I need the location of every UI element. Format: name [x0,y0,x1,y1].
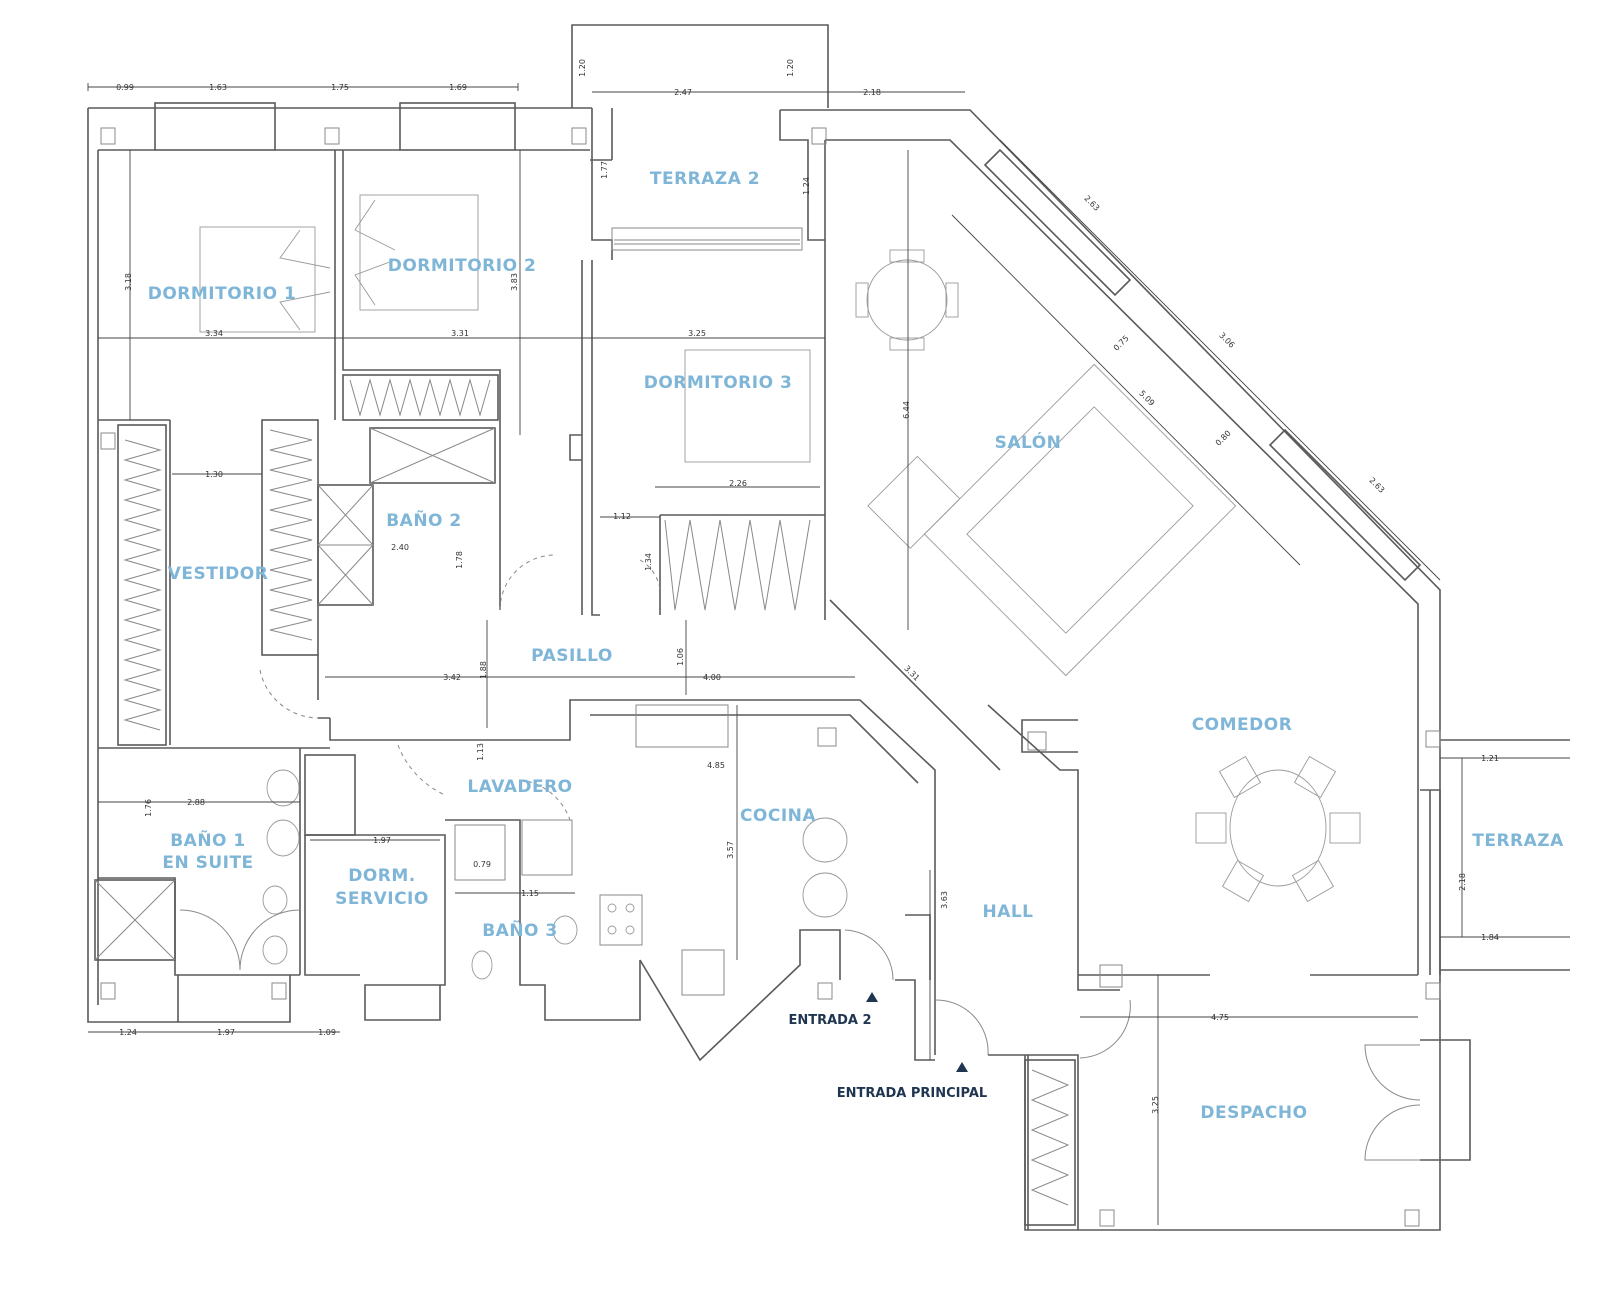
room-labels: TERRAZA 2 DORMITORIO 1 DORMITORIO 2 DORM… [148,169,1564,1123]
dim-label: 1.12 [613,512,631,521]
dim-label: 3.31 [902,664,921,683]
room-label-dormitorio-1: DORMITORIO 1 [148,284,297,304]
dimension-lines [87,83,1570,1225]
dim-label: 6.44 [902,401,911,419]
dim-label: 2.47 [674,88,692,97]
dim-label: 2.63 [1082,194,1101,213]
room-label-bano-2: BAÑO 2 [386,508,462,531]
room-label-terraza-2: TERRAZA 2 [650,169,760,189]
dim-label: 3.57 [726,841,735,859]
room-label-despacho: DESPACHO [1200,1103,1307,1123]
dim-label: 1.20 [578,59,587,77]
dim-label: 5.09 [1137,389,1156,408]
dim-label: 3.63 [940,891,949,909]
dim-label: 3.31 [451,329,469,338]
round-table-salon [855,249,959,351]
room-label-pasillo: PASILLO [531,646,613,666]
dim-label: 3.25 [1151,1096,1160,1114]
furniture [199,194,1361,903]
room-label-dormitorio-3: DORMITORIO 3 [644,373,793,393]
room-label-lavadero: LAVADERO [467,777,572,797]
bed-dormitorio-2 [359,194,479,311]
entrada-2-label: ENTRADA 2 [788,1013,871,1028]
dim-label: 4.00 [703,673,721,682]
dim-label: 2.40 [391,543,409,552]
entrada-principal-marker-icon [956,1062,968,1072]
dim-label: 0.80 [1214,429,1233,448]
dim-label: 4.75 [1211,1013,1229,1022]
dim-label: 3.34 [205,329,223,338]
dim-label: 1.34 [644,553,653,571]
room-label-bano-1-en-suite: EN SUITE [162,853,253,873]
room-label-terraza: TERRAZA [1472,831,1564,851]
room-label-vestidor: VESTIDOR [168,564,269,584]
dim-label: 1.69 [449,83,467,92]
dim-label: 1.13 [476,743,485,761]
dim-label: 1.24 [119,1028,137,1037]
dim-label: 1.76 [144,799,153,817]
entrada-2-marker-icon [866,992,878,1002]
dim-label: 1.09 [318,1028,336,1037]
dim-label: 1.63 [209,83,227,92]
dimension-labels: 0.99 1.63 1.75 1.69 1.20 1.20 2.47 2.18 … [116,59,1499,1114]
room-label-bano-3: BAÑO 3 [482,918,558,941]
dim-label: 1.88 [479,661,488,679]
room-label-salon: SALÓN [995,431,1062,453]
dim-label: 3.42 [443,673,461,682]
room-label-dorm-servicio: DORM. [348,866,416,886]
entrances: ENTRADA 2 ENTRADA PRINCIPAL [788,992,987,1101]
dim-label: 2.88 [187,798,205,807]
bed-dormitorio-1 [199,226,316,333]
room-label-cocina: COCINA [740,806,816,826]
dim-label: 2.26 [729,479,747,488]
dim-label: 1.21 [1481,754,1499,763]
dim-label: 1.77 [600,161,609,179]
dim-label: 3.83 [510,273,519,291]
dining-table-comedor [1195,755,1361,903]
bed-dormitorio-3 [684,349,811,463]
room-label-bano-1: BAÑO 1 [170,828,246,851]
dim-label: 2.18 [1458,873,1467,891]
dim-label: 1.20 [786,59,795,77]
dim-label: 1.75 [331,83,349,92]
room-label-comedor: COMEDOR [1192,715,1293,735]
dim-label: 3.06 [1217,331,1236,350]
dim-label: 1.78 [455,551,464,569]
dim-label: 3.25 [688,329,706,338]
dim-label: 0.79 [473,860,491,869]
entrada-principal-label: ENTRADA PRINCIPAL [837,1086,987,1101]
dim-label: 3.18 [124,273,133,291]
dim-label: 1.30 [205,470,223,479]
dim-label: 1.15 [521,889,539,898]
dim-label: 2.18 [863,88,881,97]
dim-label: 2.63 [1367,476,1386,495]
room-label-hall: HALL [982,902,1033,922]
dim-label: 1.24 [802,177,811,195]
dim-label: 1.06 [676,648,685,666]
walls [87,24,1570,1231]
dim-label: 1.97 [217,1028,235,1037]
dim-label: 1.97 [373,836,391,845]
sofa-set-salon [867,363,1237,677]
dim-label: 0.99 [116,83,134,92]
room-label-dormitorio-2: DORMITORIO 2 [388,256,537,276]
dim-label: 1.84 [1481,933,1499,942]
room-label-dorm-servicio-2: SERVICIO [335,889,429,909]
dim-label: 4.85 [707,761,725,770]
dim-label: 0.75 [1112,334,1131,353]
